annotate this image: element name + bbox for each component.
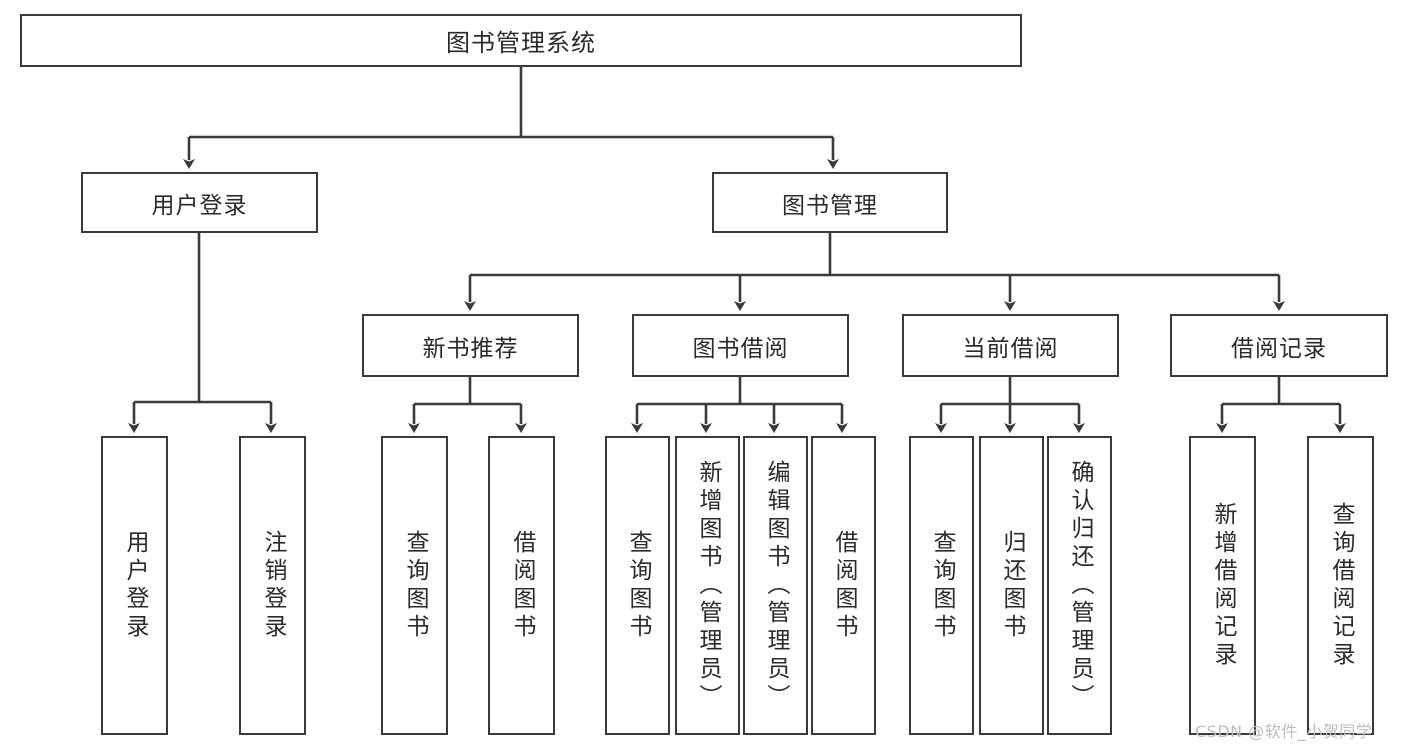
node-borrow-record[interactable]: 借阅记录 [1170,314,1388,377]
node-label: 新增图书（管理员） [695,459,721,712]
node-root-book-management-system[interactable]: 图书管理系统 [20,14,1022,67]
node-label: 新书推荐 [422,335,519,362]
leaf-confirm-return-admin[interactable]: 确认归还（管理员） [1047,436,1112,735]
leaf-borrow-book-newbook[interactable]: 借阅图书 [488,436,555,735]
node-label: 查询图书 [625,529,651,642]
leaf-query-book-current[interactable]: 查询图书 [909,436,974,735]
node-label: 注销登录 [260,529,286,642]
leaf-borrow-book[interactable]: 借阅图书 [811,436,876,735]
node-label: 新增借阅记录 [1210,501,1236,670]
leaf-logout[interactable]: 注销登录 [239,436,306,735]
csdn-watermark: CSDN @软件_小贺同学 [1195,722,1373,741]
node-label: 查询图书 [929,529,955,642]
node-label: 借阅记录 [1231,335,1327,362]
leaf-add-borrow-record[interactable]: 新增借阅记录 [1189,436,1256,735]
leaf-add-book-admin[interactable]: 新增图书（管理员） [675,436,740,735]
node-label: 当前借阅 [962,335,1059,362]
node-label: 查询图书 [402,529,428,642]
node-user-login[interactable]: 用户登录 [81,172,318,233]
node-label: 图书管理 [782,192,878,219]
leaf-query-book-borrow[interactable]: 查询图书 [605,436,670,735]
node-label: 借阅图书 [831,529,857,642]
leaf-edit-book-admin[interactable]: 编辑图书（管理员） [743,436,808,735]
node-book-management[interactable]: 图书管理 [712,172,948,233]
node-label: 确认归还（管理员） [1067,459,1093,712]
leaf-user-login[interactable]: 用户登录 [101,436,168,735]
leaf-query-book-newbook[interactable]: 查询图书 [381,436,448,735]
node-label: 查询借阅记录 [1328,501,1354,670]
leaf-return-book[interactable]: 归还图书 [979,436,1044,735]
node-label: 编辑图书（管理员） [763,459,789,712]
node-book-borrow[interactable]: 图书借阅 [632,314,849,377]
node-label: 用户登录 [122,529,148,642]
node-current-borrow[interactable]: 当前借阅 [902,314,1119,377]
node-label: 借阅图书 [509,529,535,642]
node-label: 归还图书 [999,529,1025,642]
node-label: 图书借阅 [692,335,789,362]
node-label: 图书管理系统 [446,29,596,57]
node-label: 用户登录 [151,192,248,219]
leaf-query-borrow-record[interactable]: 查询借阅记录 [1307,436,1374,735]
node-new-book-recommendation[interactable]: 新书推荐 [362,314,579,377]
